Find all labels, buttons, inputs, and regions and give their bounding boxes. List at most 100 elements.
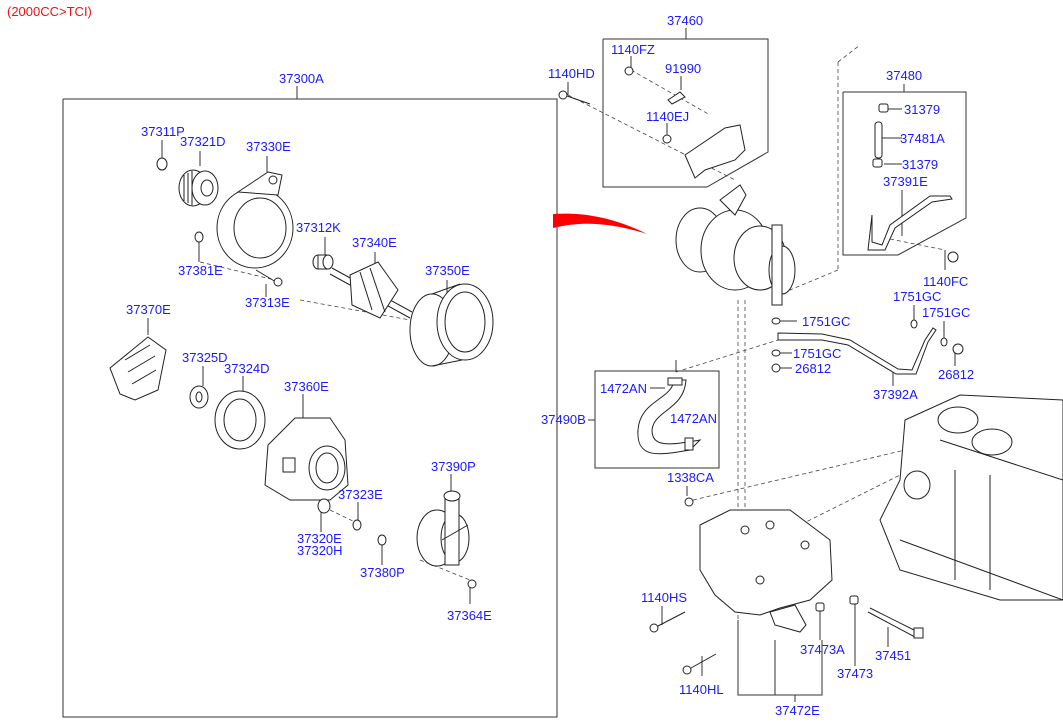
label-37350E[interactable]: 37350E xyxy=(425,263,470,278)
oil-pipe-37392A xyxy=(777,327,937,375)
label-37320H[interactable]: 37320H xyxy=(297,543,343,558)
bolt-37451 xyxy=(867,607,924,639)
clamp-31379-top xyxy=(878,103,889,113)
bearing-37312K xyxy=(312,254,334,270)
bolt-26812-b xyxy=(952,343,964,355)
rotor-37340E xyxy=(329,261,413,319)
label-37312K[interactable]: 37312K xyxy=(296,220,341,235)
label-37321D[interactable]: 37321D xyxy=(180,134,226,149)
label-1751GC-a[interactable]: 1751GC xyxy=(802,314,851,329)
label-37481A[interactable]: 37481A xyxy=(900,131,945,146)
washer-1751GC-b xyxy=(910,319,918,329)
label-37313E[interactable]: 37313E xyxy=(245,295,290,310)
label-31379-top[interactable]: 31379 xyxy=(904,102,941,117)
pipe-assy-frame xyxy=(842,84,967,256)
bracket-37460 xyxy=(684,124,746,179)
bolt-26812-a xyxy=(771,363,781,373)
ring-37324D xyxy=(214,390,266,450)
label-26812-b[interactable]: 26812 xyxy=(938,367,975,382)
front-housing-37330E xyxy=(216,171,294,269)
label-37473A[interactable]: 37473A xyxy=(800,642,845,657)
label-37330E[interactable]: 37330E xyxy=(246,139,291,154)
label-37311P[interactable]: 37311P xyxy=(141,124,185,139)
grommet-1338CA xyxy=(684,497,694,507)
clip-91990 xyxy=(667,91,686,105)
label-37323E[interactable]: 37323E xyxy=(338,487,383,502)
pulley-nut-37320E xyxy=(317,498,331,514)
label-37390P[interactable]: 37390P xyxy=(431,459,476,474)
label-1472AN-b[interactable]: 1472AN xyxy=(670,411,717,426)
label-1751GC-c[interactable]: 1751GC xyxy=(793,346,842,361)
label-91990[interactable]: 91990 xyxy=(665,61,702,76)
label-37364E[interactable]: 37364E xyxy=(447,608,492,623)
alternator-assembled xyxy=(675,184,796,306)
label-1140HS[interactable]: 1140HS xyxy=(641,590,688,605)
washer-1751GC-c xyxy=(771,349,781,357)
bolt-1140HL xyxy=(682,653,717,675)
washer-1751GC-d xyxy=(940,337,948,347)
label-37392A[interactable]: 37392A xyxy=(873,387,918,402)
washer-37323E xyxy=(352,519,362,531)
label-1140FZ[interactable]: 1140FZ xyxy=(611,42,655,57)
bracket-37472E xyxy=(699,509,833,616)
bracket-assy-frame xyxy=(602,28,769,188)
label-37324D[interactable]: 37324D xyxy=(224,361,270,376)
label-1751GC-b[interactable]: 1751GC xyxy=(893,289,942,304)
red-direction-arrow xyxy=(553,213,647,234)
label-31379-bottom[interactable]: 31379 xyxy=(902,157,939,172)
label-37480[interactable]: 37480 xyxy=(886,68,923,83)
nut-37381E xyxy=(194,231,204,243)
bolt-37313E xyxy=(255,269,283,287)
label-26812-a[interactable]: 26812 xyxy=(795,361,832,376)
rectifier-37370E xyxy=(109,336,167,401)
label-1472AN-a[interactable]: 1472AN xyxy=(600,381,647,396)
diagram-title: (2000CC>TCI) xyxy=(7,4,92,19)
label-37460[interactable]: 37460 xyxy=(667,13,704,28)
bolt-37364E xyxy=(467,579,477,589)
washer-37325D xyxy=(189,385,209,409)
label-37473[interactable]: 37473 xyxy=(837,666,874,681)
label-37340E[interactable]: 37340E xyxy=(352,235,397,250)
pulley-37321D xyxy=(178,169,219,207)
label-37300A[interactable]: 37300A xyxy=(279,71,324,86)
bolt-1140HS xyxy=(649,611,686,633)
label-1140HD[interactable]: 1140HD xyxy=(548,66,595,81)
pipe-37391E xyxy=(867,195,953,251)
label-37381E[interactable]: 37381E xyxy=(178,263,223,278)
label-1751GC-d[interactable]: 1751GC xyxy=(922,305,971,320)
bushing-37473A xyxy=(815,602,825,612)
clamp-1472AN-b xyxy=(684,437,694,451)
label-37472E[interactable]: 37472E xyxy=(775,703,820,718)
engine-block xyxy=(879,394,1063,601)
label-1338CA[interactable]: 1338CA xyxy=(667,470,714,485)
label-1140HL[interactable]: 1140HL xyxy=(679,682,724,697)
label-37391E[interactable]: 37391E xyxy=(883,174,928,189)
label-37380P[interactable]: 37380P xyxy=(360,565,405,580)
label-37490B[interactable]: 37490B xyxy=(541,412,586,427)
bolt-1140EJ xyxy=(662,134,672,144)
label-1140EJ[interactable]: 1140EJ xyxy=(646,109,690,124)
bolt-1140FC xyxy=(947,251,959,263)
label-37451[interactable]: 37451 xyxy=(875,648,912,663)
label-1140FC[interactable]: 1140FC xyxy=(923,274,969,289)
bolt-1140FZ xyxy=(624,66,634,76)
rear-housing-37360E xyxy=(264,417,349,501)
clamp-31379-bottom xyxy=(872,158,883,168)
washer-1751GC-a xyxy=(771,317,781,325)
stator-37350E xyxy=(409,283,494,367)
bolt-1140HD xyxy=(558,90,591,105)
label-37320E[interactable]: 37320E xyxy=(297,531,342,546)
nut-37311P xyxy=(156,157,168,171)
clamp-1472AN-a xyxy=(667,377,683,386)
nut-37380P xyxy=(377,534,387,546)
bushing-37473 xyxy=(849,595,859,605)
vacuum-pump-37390P xyxy=(416,490,470,567)
bracket-set-bracket xyxy=(737,620,823,702)
pipe-37481A xyxy=(874,121,883,159)
label-37360E[interactable]: 37360E xyxy=(284,379,329,394)
label-37325D[interactable]: 37325D xyxy=(182,350,228,365)
alternator-assy-frame xyxy=(62,86,558,718)
label-37370E[interactable]: 37370E xyxy=(126,302,171,317)
